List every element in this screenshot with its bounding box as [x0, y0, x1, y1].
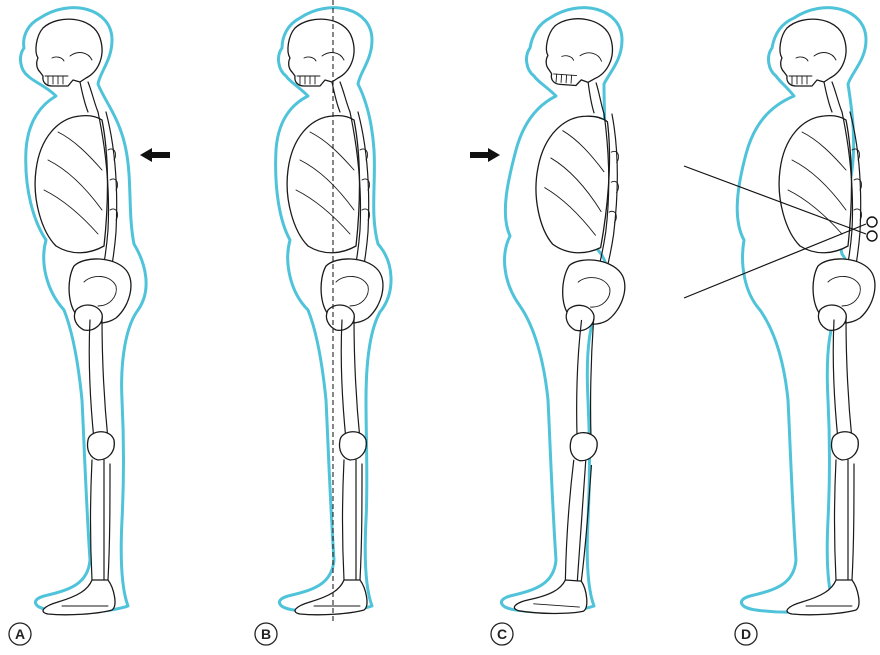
panel-label-c: C	[491, 623, 513, 645]
svg-text:B: B	[261, 626, 271, 642]
arrow-left-a	[140, 148, 170, 162]
svg-text:C: C	[497, 626, 507, 642]
panel-c: C	[470, 8, 643, 645]
panel-b: B	[255, 0, 391, 645]
panel-label-b: B	[255, 623, 277, 645]
panel-label-a: A	[9, 623, 31, 645]
panel-a: A	[9, 8, 170, 645]
panel-label-d: D	[735, 623, 757, 645]
panel-d: D	[684, 8, 877, 645]
arrow-right-c	[470, 148, 500, 162]
skeleton-a	[35, 19, 131, 615]
scissor-icon	[867, 217, 877, 241]
svg-text:D: D	[741, 626, 751, 642]
svg-text:A: A	[15, 626, 25, 642]
